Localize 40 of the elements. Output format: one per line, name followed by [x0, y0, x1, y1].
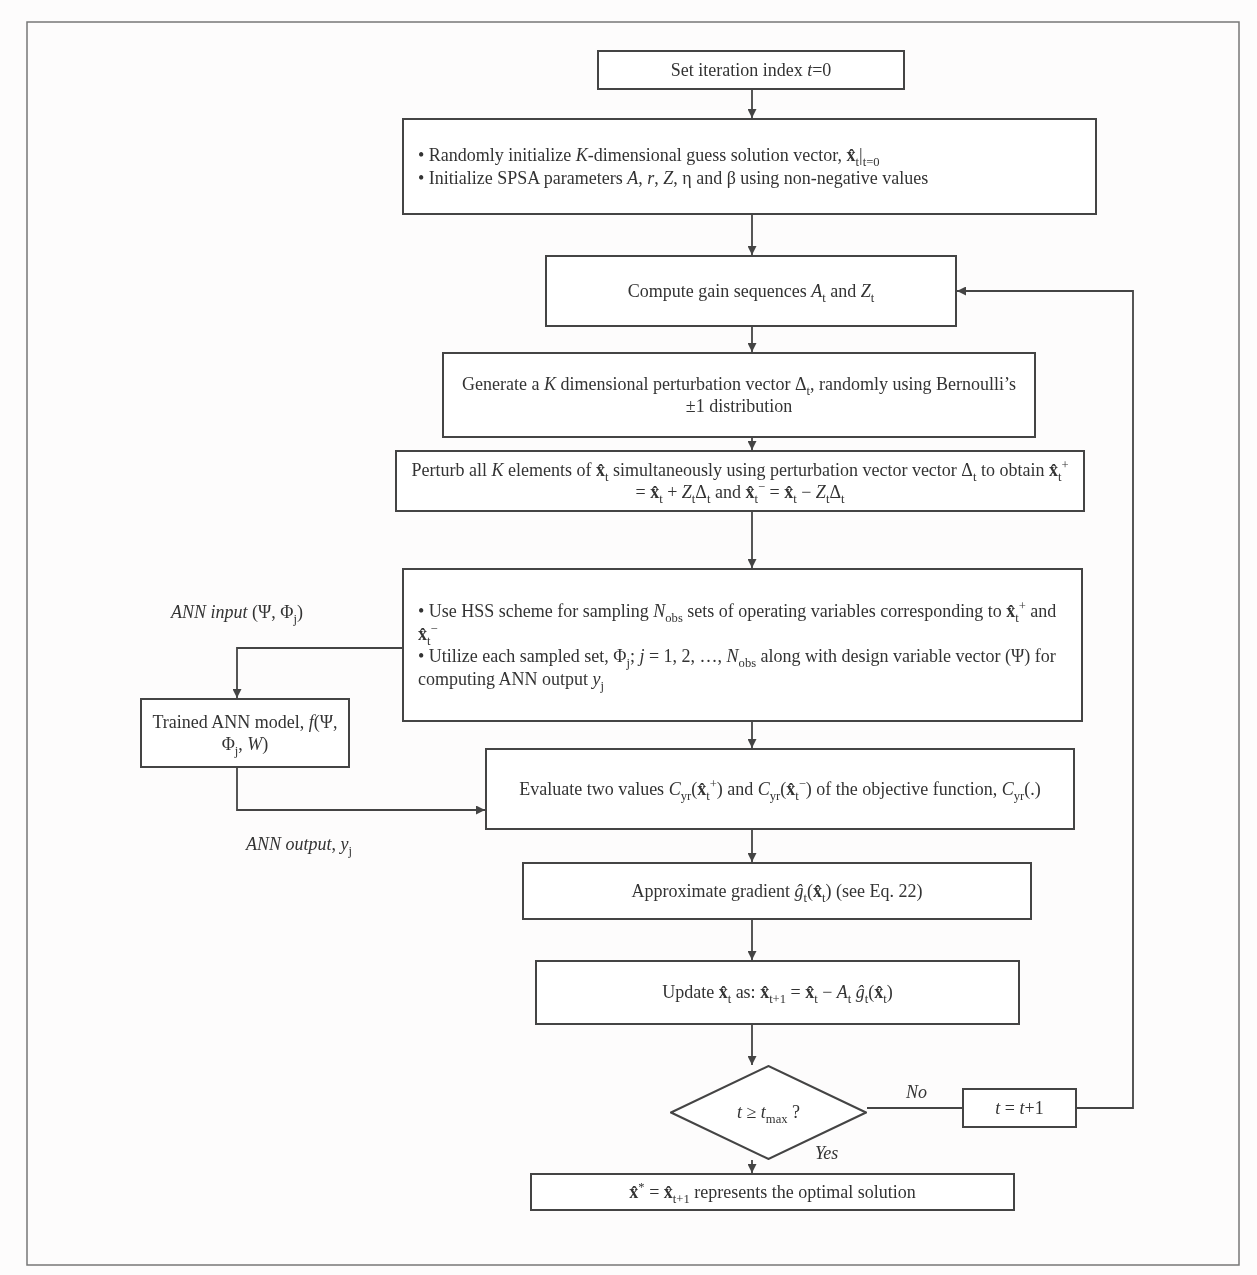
arrow [747, 829, 757, 863]
arrow [747, 326, 757, 353]
process-box [395, 450, 1085, 512]
arrow [747, 721, 757, 749]
arrow [747, 919, 757, 961]
process-box [962, 1088, 1077, 1128]
arrow [747, 1024, 757, 1066]
node-text: Update x̂$_{t}$ as: x̂$_{t+1}$ = x̂$_{t}$ − A$_{t}$ ĝ$_{t}$(x̂$_{t}$) [662, 981, 893, 1004]
process-box [485, 748, 1075, 830]
arrow [747, 437, 757, 451]
connector-line [866, 1107, 963, 1109]
arrow [747, 511, 757, 569]
node-text: t = t+1 [995, 1096, 1044, 1120]
edge-label: ANN input (Ψ, Φ$_{j}$) [168, 602, 306, 624]
process-box [530, 1173, 1015, 1211]
process-box [522, 862, 1032, 920]
node-text: Set iteration index t=0 [670, 58, 832, 82]
process-box [442, 352, 1036, 438]
decision-diamond [670, 1065, 867, 1160]
process-box [402, 568, 1083, 722]
node-text: x̂$^{*}$ = x̂$_{t+1}$ represents the optimal solution [629, 1180, 916, 1204]
node-text: Trained ANN model, f(Ψ, Φ$_{j}$, W) [151, 710, 339, 756]
node-text: • Initialize SPSA parameters A, r, Z, η and β using non-negative values [418, 166, 929, 189]
node-text: Compute gain sequences A$_{t}$ and Z$_{t}$ [627, 279, 875, 303]
arrow [747, 89, 757, 119]
arrow [956, 286, 1134, 1109]
process-box [535, 960, 1020, 1025]
node-text: • Randomly initialize K-dimensional guess solution vector, x̂$_{t}$|$_{t=0}$ [418, 144, 880, 167]
node-text: Evaluate two values C$_{yr}$(x̂$_{t}$$^{+}$) and C$_{yr}$(x̂$_{t}$$^{−}$) of the objective function, C$_{yr}$(.) [519, 777, 1041, 801]
arrow [236, 767, 486, 815]
arrow [747, 214, 757, 256]
process-box [140, 698, 350, 768]
arrow [232, 647, 403, 699]
node-text: t ≥ t$_{max}$ ? [736, 1101, 801, 1124]
process-box [545, 255, 957, 327]
node-text: Approximate gradient ĝ$_{t}$(x̂$_{t}$) (see Eq. 22) [631, 879, 923, 903]
process-box [402, 118, 1097, 215]
node-text: Generate a K dimensional perturbation vector Δ$_{t}$, randomly using Bernoulli’s ±1 distribution [461, 372, 1017, 418]
arrow [747, 1159, 757, 1174]
process-box [597, 50, 905, 90]
